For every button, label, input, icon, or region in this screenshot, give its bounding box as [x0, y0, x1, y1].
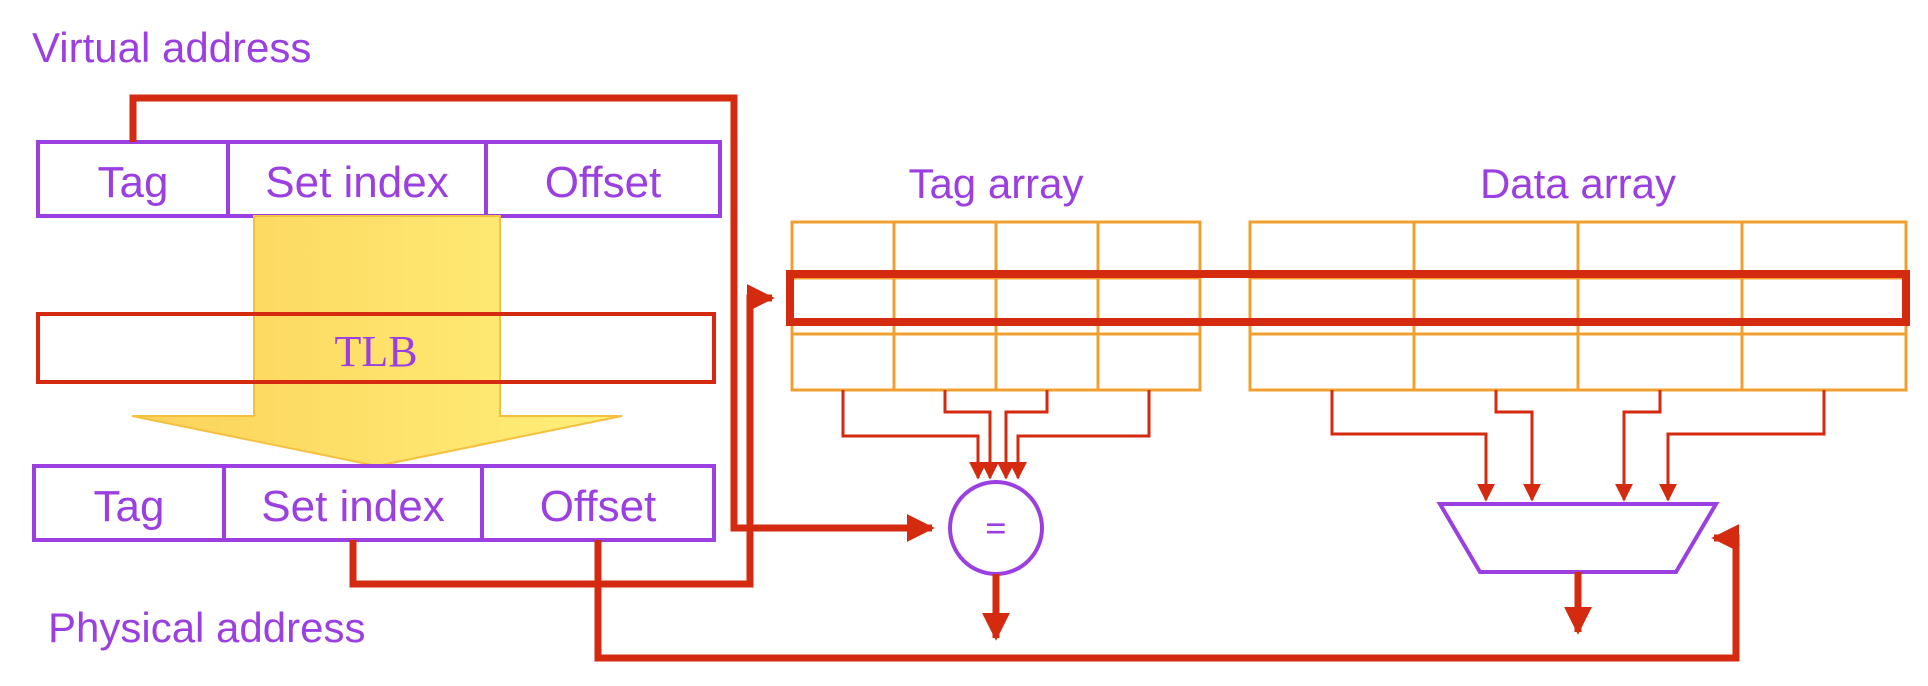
virtual-tag-field: Tag — [98, 158, 169, 207]
physical-offset-field: Offset — [540, 482, 657, 531]
physical-set-index-field: Set index — [261, 482, 444, 531]
virtual-tag-to-comparator-wire — [129, 94, 935, 542]
offset-to-mux-wire — [594, 524, 1740, 662]
set-index-to-tag-array-wire — [349, 284, 775, 588]
tlb-label: TLB — [334, 327, 417, 376]
virtual-set-index-field: Set index — [265, 158, 448, 207]
data-array — [1248, 220, 1908, 392]
tag-array-output-wires — [841, 390, 1151, 480]
physical-address-label: Physical address — [48, 604, 365, 651]
tag-array — [790, 220, 1202, 392]
virtual-offset-field: Offset — [545, 158, 662, 207]
tlb-box — [36, 312, 716, 384]
translation-arrow — [131, 215, 623, 468]
virtual-address-fields: Tag Set index Offset — [36, 140, 722, 218]
virtual-address-label: Virtual address — [32, 24, 311, 71]
data-array-label: Data array — [1480, 160, 1676, 207]
comparator-symbol: = — [985, 508, 1007, 550]
data-multiplexer — [1436, 502, 1720, 574]
physical-tag-field: Tag — [94, 482, 165, 531]
tag-array-label: Tag array — [908, 160, 1083, 207]
selected-set-highlight — [786, 270, 1910, 326]
physical-address-fields: Tag Set index Offset — [32, 464, 716, 542]
data-array-output-wires — [1330, 390, 1826, 502]
